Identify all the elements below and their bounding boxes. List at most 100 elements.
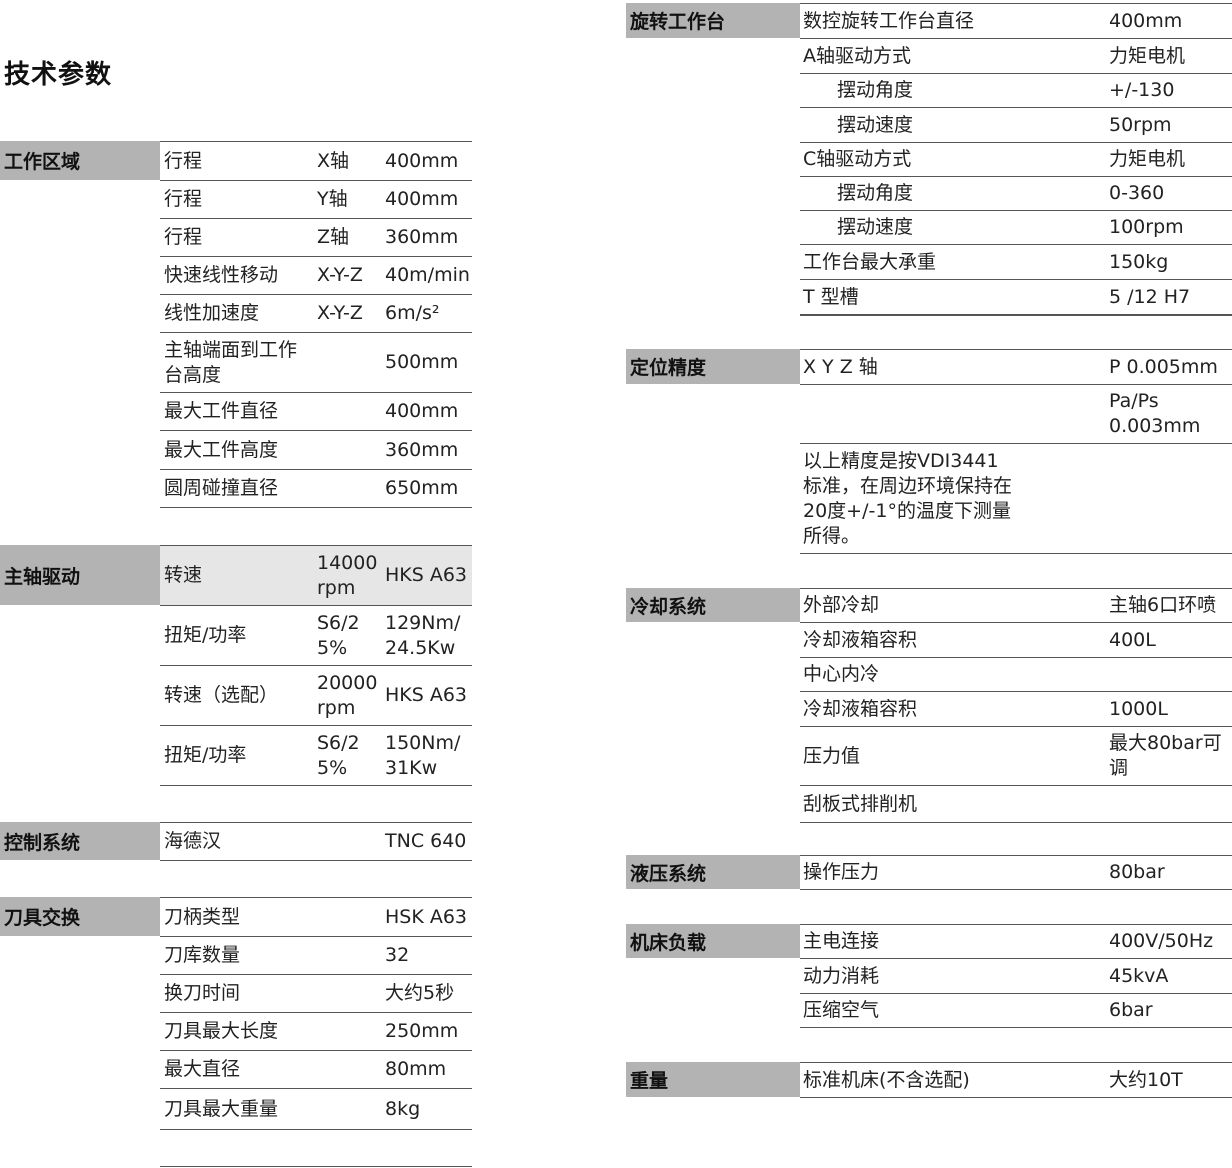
param-value: 力矩电机 [1109,44,1186,67]
table-row: 刀库数量 32 [160,937,472,975]
param-name: 冷却液箱容积 [803,628,918,651]
param-value: 360mm [385,438,459,461]
table-row: 行程 X轴 400mm [160,142,472,181]
spec-table: 刀柄类型 HSK A63 刀库数量 32 换刀时间 大约5秒 刀具最大长度 25… [160,897,472,1130]
param-value: TNC 640 [385,830,467,852]
param-name: 动力消耗 [803,964,880,987]
spec-table: 转速 14000rpm HKS A63 扭矩/功率 S6/25% 129Nm/2… [160,545,472,786]
param-spec: 14000rpm [317,551,378,599]
param-value: 400mm [385,188,459,210]
param-value: 400mm [1109,9,1183,32]
param-name: 压缩空气 [803,999,880,1021]
param-axis: X轴 [317,149,350,172]
param-value: 力矩电机 [1109,148,1186,170]
param-value: 8kg [385,1097,421,1120]
table-row: 冷却液箱容积 400L [800,623,1232,658]
table-end-rule [800,315,1232,316]
table-row: 圆周碰撞直径 650mm [160,470,472,508]
param-name: 中心内冷 [803,663,880,685]
table-row: 刀柄类型 HSK A63 [160,898,472,937]
param-name: 转速（选配） [164,684,279,706]
section-label: 工作区域 [0,141,160,180]
param-name: 数控旋转工作台直径 [803,9,975,32]
param-value: 80mm [385,1058,447,1080]
table-row: Pa/Ps 0.003mm [800,385,1232,444]
table-row: 数控旋转工作台直径 400mm [800,4,1232,39]
param-value: 5 /12 H7 [1109,285,1191,308]
table-row: 扭矩/功率 S6/25% 129Nm/24.5Kw [160,606,472,666]
table-row: 快速线性移动 X-Y-Z 40m/min [160,257,472,295]
param-value: 32 [385,944,410,966]
section-label: 定位精度 [626,349,800,384]
param-value: 主轴6口环喷 [1109,594,1217,616]
table-row: 行程 Z轴 360mm [160,219,472,257]
param-value: 80bar [1109,861,1165,883]
param-value: 129Nm/24.5Kw [385,611,461,659]
table-row: 操作压力 80bar [800,856,1232,890]
param-value: 0-360 [1109,182,1165,204]
table-row: 最大直径 80mm [160,1051,472,1089]
table-row: 主轴端面到工作台高度 500mm [160,333,472,393]
param-name: X Y Z 轴 [803,355,878,378]
param-axis: Y轴 [317,188,348,210]
section-label: 机床负载 [626,924,800,958]
table-row: 压力值 最大80bar可调 [800,727,1232,786]
param-value: 360mm [385,226,459,248]
section-label: 冷却系统 [626,588,800,622]
section-label: 控制系统 [0,822,160,860]
param-name: C轴驱动方式 [803,148,912,170]
table-row: 外部冷却 主轴6口环喷 [800,589,1232,623]
param-axis: Z轴 [317,226,350,248]
table-row: 摆动角度 0-360 [800,177,1232,211]
spec-table: 行程 X轴 400mm 行程 Y轴 400mm 行程 Z轴 360mm 快速线性… [160,141,472,508]
param-name: 扭矩/功率 [164,624,247,646]
param-name: 刀具最大重量 [164,1097,279,1120]
param-name: T 型槽 [803,285,859,308]
section-label: 液压系统 [626,855,800,889]
param-value: HKS A63 [385,684,468,706]
param-name: 操作压力 [803,861,880,883]
spec-table: 数控旋转工作台直径 400mm A轴驱动方式 力矩电机 摆动角度 +/-130 … [800,3,1232,315]
param-name: 工作台最大承重 [803,250,937,273]
param-value: 500mm [385,351,459,373]
table-row: 行程 Y轴 400mm [160,181,472,219]
param-name: 外部冷却 [803,594,880,616]
table-row: 刮板式排削机 [800,786,1232,823]
param-value: P 0.005mm [1109,355,1218,378]
param-name: 刀柄类型 [164,905,241,928]
table-row: 标准机床(不含选配) 大约10T [800,1063,1232,1098]
param-value: 250mm [385,1020,459,1042]
param-name: 最大直径 [164,1058,241,1080]
param-value: 400L [1109,628,1156,651]
param-name: 海德汉 [164,830,222,852]
param-value: 400mm [385,149,459,172]
param-name: 最大工件直径 [164,400,279,422]
param-spec: 20000rpm [317,671,378,719]
param-axis: X-Y-Z [317,264,363,286]
param-name: 刮板式排削机 [803,792,918,815]
table-row: 冷却液箱容积 1000L [800,692,1232,727]
param-name: 标准机床(不含选配) [803,1068,970,1091]
spec-table: 主电连接 400V/50Hz 动力消耗 45kvA 压缩空气 6bar [800,924,1232,1028]
table-row: 最大工件高度 360mm [160,431,472,470]
table-row: 转速（选配） 20000rpm HKS A63 [160,666,472,726]
param-value: 6bar [1109,999,1153,1021]
section-label: 旋转工作台 [626,3,800,38]
table-row: X Y Z 轴 P 0.005mm [800,350,1232,385]
spec-table: 外部冷却 主轴6口环喷 冷却液箱容积 400L 中心内冷 冷却液箱容积 1000… [800,588,1232,823]
table-row: 刀具最大重量 8kg [160,1089,472,1130]
param-value: Pa/Ps 0.003mm [1109,390,1201,437]
param-spec: S6/25% [317,731,360,779]
param-value: HSK A63 [385,905,468,928]
table-row: 线性加速度 X-Y-Z 6m/s² [160,295,472,333]
param-name: 行程 [164,188,203,210]
param-value: 100rpm [1109,216,1184,238]
param-name: 圆周碰撞直径 [164,477,279,499]
param-name: 主电连接 [803,930,880,952]
param-name: 摆动角度 [837,182,914,204]
param-value: 45kvA [1109,964,1169,987]
table-row: 动力消耗 45kvA [800,959,1232,994]
param-value: 150kg [1109,250,1169,273]
table-row: 摆动速度 100rpm [800,211,1232,245]
section-label: 重量 [626,1062,800,1097]
